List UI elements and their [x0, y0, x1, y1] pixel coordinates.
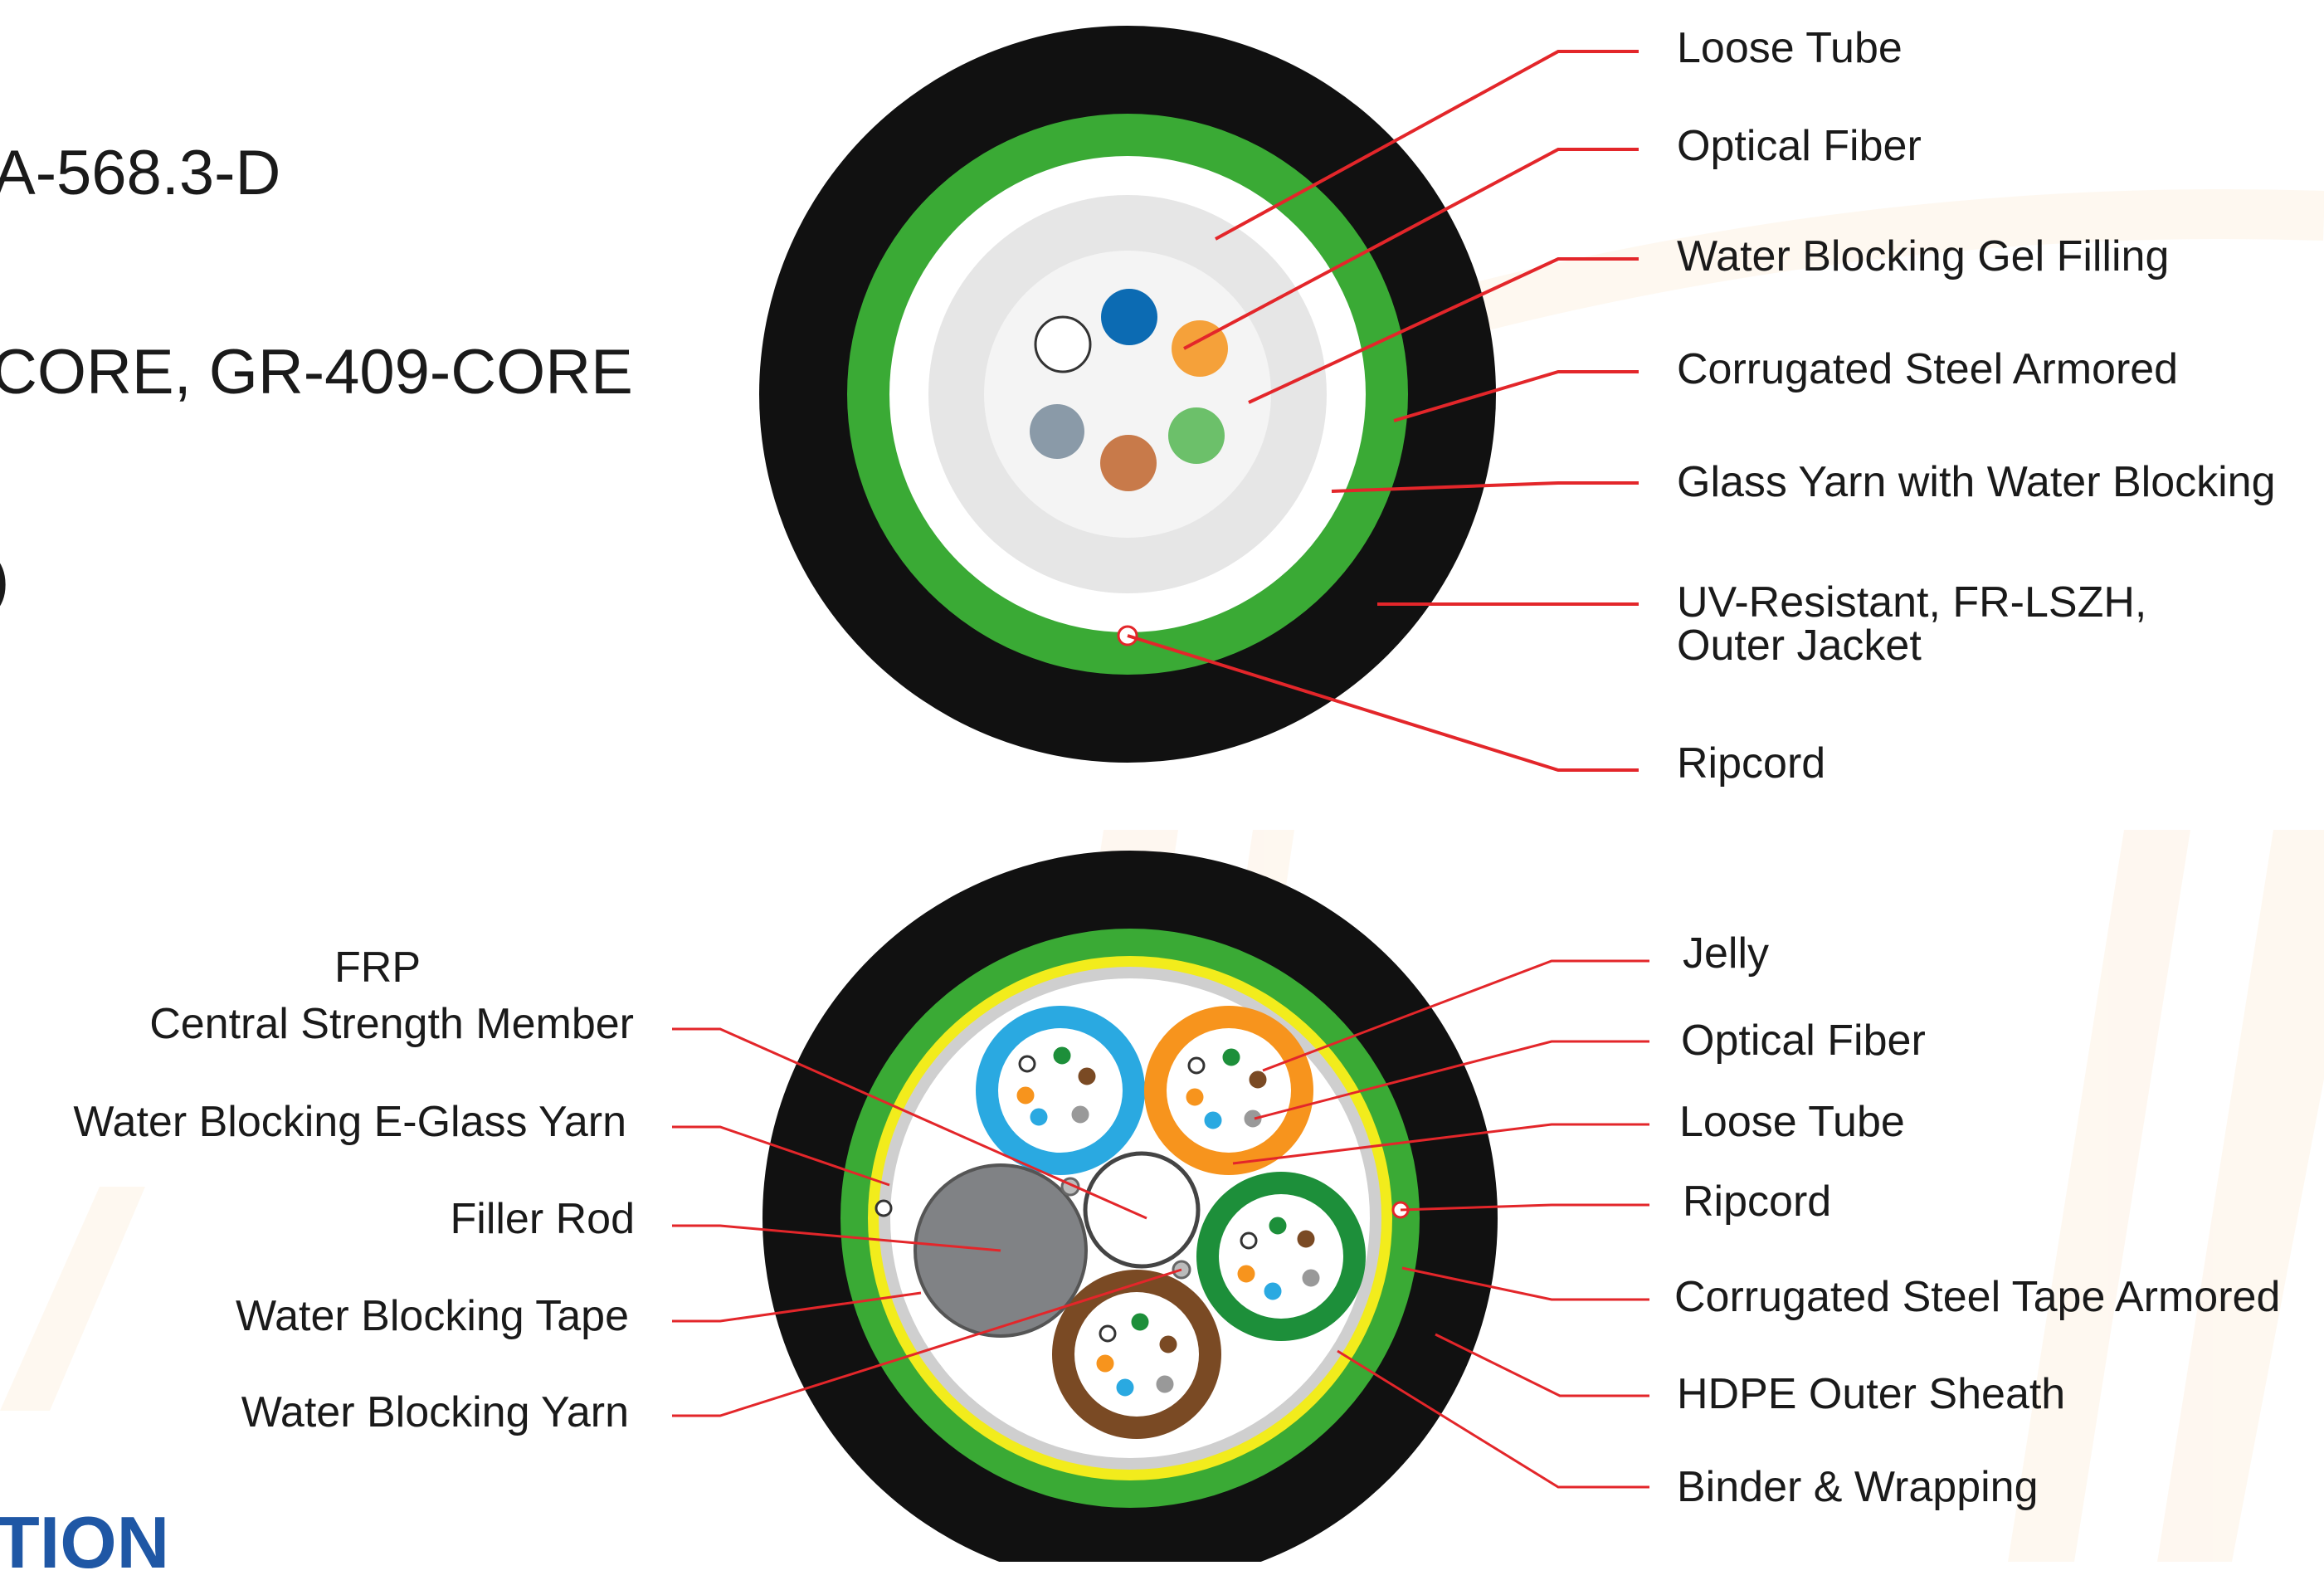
label-filler-rod: Filler Rod [450, 1195, 636, 1243]
label-water-blocking-yarn: Water Blocking Yarn [241, 1388, 629, 1436]
label-jelly: Jelly [1683, 929, 1770, 978]
label-glass-yarn: Glass Yarn with Water Blocking [1677, 458, 2276, 506]
fiber-white [1034, 315, 1092, 373]
label-steel-armored: Corrugated Steel Armored [1677, 345, 2179, 393]
fiber-blue [1101, 289, 1157, 345]
bottom-cable-cross-section [762, 851, 1498, 1562]
label-binder-wrapping: Binder & Wrapping [1677, 1463, 2039, 1511]
standard-reference-text: A-568.3-D [0, 138, 281, 208]
label-e-glass-yarn: Water Blocking E-Glass Yarn [73, 1098, 626, 1146]
label-optical-fiber: Optical Fiber [1677, 122, 1922, 170]
label-loose-tube-bottom: Loose Tube [1679, 1098, 1905, 1146]
label-outer-jacket-line1: UV-Resistant, FR-LSZH, [1677, 578, 2147, 627]
label-central-strength-member: Central Strength Member [149, 1000, 634, 1048]
label-ripcord: Ripcord [1677, 739, 1826, 788]
label-outer-jacket-line2: Outer Jacket [1677, 622, 1922, 670]
label-hdpe-outer-sheath: HDPE Outer Sheath [1677, 1370, 2066, 1418]
label-steel-tape-armored: Corrugated Steel Tape Armored [1674, 1273, 2281, 1321]
label-gel-filling: Water Blocking Gel Filling [1677, 232, 2170, 280]
frp-central-member [1083, 1151, 1201, 1269]
bottom-right-leader-lines [1232, 959, 1649, 1489]
fiber-slate [1030, 404, 1084, 459]
bottom-fibers [1016, 1046, 1320, 1397]
label-loose-tube: Loose Tube [1677, 24, 1903, 72]
label-frp: FRP [334, 944, 421, 992]
fiber-green [1168, 407, 1225, 464]
standard-reference-text: CORE, GR-409-CORE [0, 337, 633, 407]
ripcord-left [875, 1199, 893, 1217]
label-optical-fiber-bottom: Optical Fiber [1681, 1017, 1926, 1065]
fiber-brown [1100, 435, 1157, 491]
standard-reference-text: ) [0, 544, 9, 616]
section-heading: TION [0, 1501, 170, 1583]
label-ripcord-bottom: Ripcord [1683, 1178, 1832, 1226]
bottom-left-leader-lines [672, 1027, 1182, 1417]
top-leader-lines [1127, 50, 1639, 772]
label-water-blocking-tape: Water Blocking Tape [235, 1292, 629, 1340]
top-cable-cross-section [759, 26, 1496, 763]
